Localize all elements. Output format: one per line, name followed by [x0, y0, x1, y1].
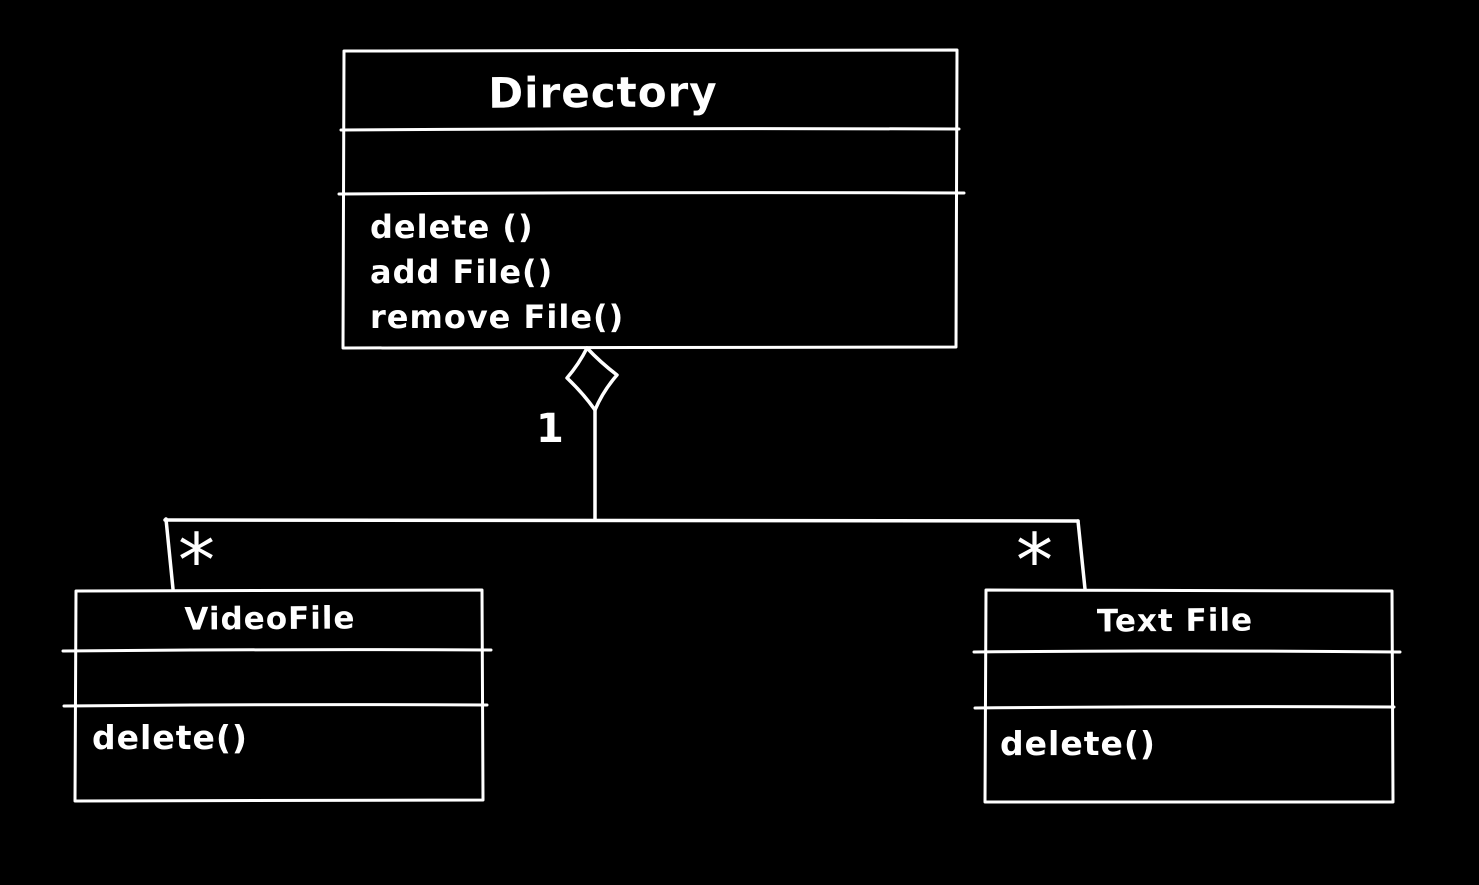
branch-left-drop-line: [164, 517, 175, 591]
directory-methods-list: delete () add File() remove File(): [370, 205, 624, 340]
textfile-class-title: Text File: [1096, 602, 1254, 640]
textfile-box-outline: [983, 588, 1395, 804]
directory-title-divider: [339, 127, 961, 132]
videofile-attributes-divider: [62, 703, 489, 708]
directory-class-box: [337, 48, 966, 350]
textfile-attributes-divider: [973, 705, 1396, 710]
aggregation-diamond-icon: [565, 346, 619, 412]
directory-attributes-divider: [337, 191, 966, 196]
videofile-box-outline: [73, 588, 485, 803]
multiplicity-one-label: 1: [536, 406, 565, 452]
multiplicity-star-left-label: *: [178, 518, 216, 604]
textfile-method-delete: delete(): [1000, 724, 1157, 763]
directory-method-add-file: add File(): [370, 253, 554, 291]
directory-class-title: Directory: [488, 67, 718, 118]
directory-box-outline: [341, 48, 959, 350]
branch-right-drop-line: [1076, 519, 1087, 591]
aggregation-connector: [163, 346, 1087, 591]
branch-horizontal-line: [163, 518, 1080, 523]
videofile-class-box: [61, 588, 493, 803]
directory-method-delete: delete (): [370, 208, 534, 246]
directory-method-remove-file: remove File(): [370, 298, 625, 336]
multiplicity-star-right-label: *: [1016, 518, 1054, 604]
videofile-title-divider: [61, 648, 493, 653]
textfile-title-divider: [972, 649, 1402, 654]
videofile-class-title: VideoFile: [184, 600, 356, 638]
textfile-class-box: [972, 588, 1402, 804]
videofile-method-delete: delete(): [92, 718, 249, 757]
